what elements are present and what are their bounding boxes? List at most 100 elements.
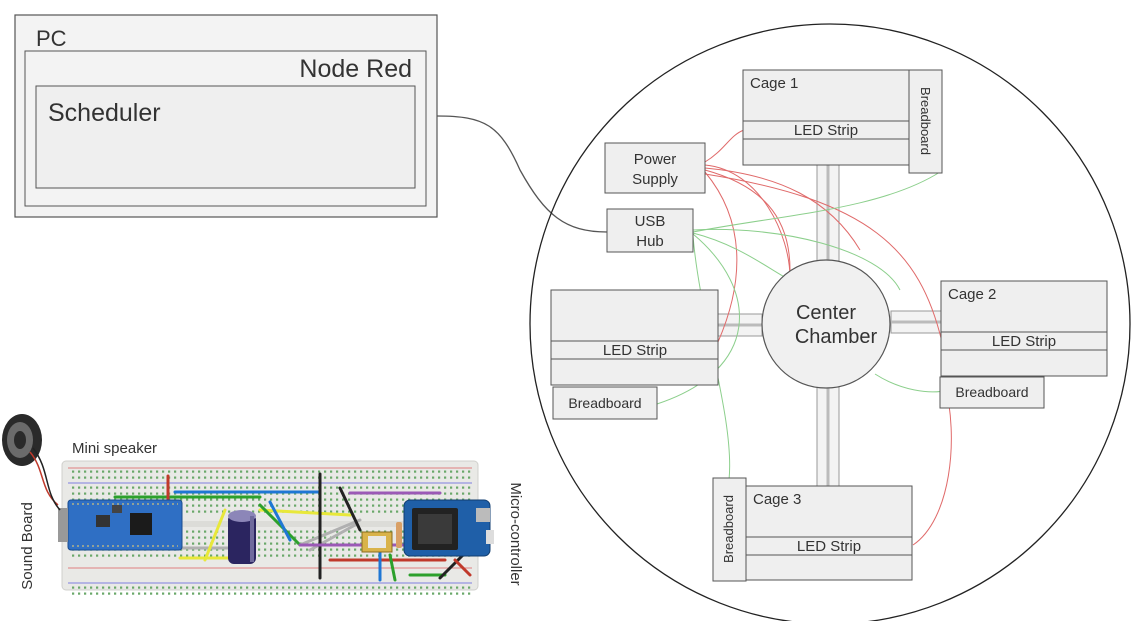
breadboard-hole: [126, 586, 129, 589]
breadboard-hole: [150, 470, 153, 473]
breadboard-hole: [204, 492, 207, 495]
usb-hub: USB Hub: [606, 208, 694, 253]
breadboard-hole: [408, 486, 411, 489]
breadboard-hole: [234, 586, 237, 589]
breadboard-hole: [258, 542, 261, 545]
breadboard-hole: [120, 476, 123, 479]
breadboard-hole: [258, 586, 261, 589]
breadboard-hole: [228, 486, 231, 489]
breadboard-hole: [102, 470, 105, 473]
cage-2-box: [940, 280, 1108, 377]
arena-circle: [529, 23, 1131, 621]
breadboard-hole: [108, 476, 111, 479]
breadboard-hole: [324, 548, 327, 551]
breadboard-hole: [342, 554, 345, 557]
breadboard-hole: [378, 498, 381, 501]
breadboard-hole: [390, 510, 393, 513]
breadboard-hole: [366, 586, 369, 589]
breadboard-hole: [210, 554, 213, 557]
breadboard-hole: [228, 586, 231, 589]
breadboard-hole: [240, 586, 243, 589]
breadboard-hole: [240, 504, 243, 507]
breadboard-hole: [114, 586, 117, 589]
breadboard-hole: [276, 554, 279, 557]
breadboard-hole: [210, 530, 213, 533]
breadboard-hole: [366, 470, 369, 473]
breadboard-hole: [192, 492, 195, 495]
breadboard-hole: [192, 554, 195, 557]
breadboard-hole: [336, 548, 339, 551]
breadboard-hole: [312, 530, 315, 533]
breadboard-hole: [324, 492, 327, 495]
breadboard-hole: [462, 486, 465, 489]
breadboard-hole: [426, 592, 429, 595]
breadboard-hole: [300, 470, 303, 473]
breadboard-hole: [174, 470, 177, 473]
breadboard-hole: [246, 492, 249, 495]
breadboard-hole: [300, 536, 303, 539]
breadboard-hole: [384, 476, 387, 479]
breadboard-hole: [300, 492, 303, 495]
breadboard-hole: [252, 586, 255, 589]
breadboard-hole: [354, 470, 357, 473]
breadboard-hole: [204, 592, 207, 595]
breadboard-hole: [276, 530, 279, 533]
breadboard-hole: [84, 492, 87, 495]
breadboard-hole: [342, 592, 345, 595]
breadboard-hole: [102, 476, 105, 479]
breadboard-hole: [258, 554, 261, 557]
breadboard-hole: [402, 548, 405, 551]
breadboard-hole: [282, 530, 285, 533]
breadboard-hole: [462, 476, 465, 479]
breadboard-hole: [342, 504, 345, 507]
breadboard-hole: [378, 586, 381, 589]
breadboard-hole: [360, 536, 363, 539]
cage-2-led-label: LED Strip: [992, 333, 1056, 350]
breadboard-hole: [288, 554, 291, 557]
breadboard-hole: [270, 470, 273, 473]
breadboard-hole: [372, 504, 375, 507]
breadboard-hole: [180, 554, 183, 557]
breadboard-hole: [180, 498, 183, 501]
breadboard-hole: [402, 504, 405, 507]
breadboard-hole: [318, 586, 321, 589]
breadboard-hole: [186, 486, 189, 489]
breadboard-hole: [354, 554, 357, 557]
breadboard-hole: [264, 470, 267, 473]
breadboard-hole: [306, 498, 309, 501]
breadboard-hole: [288, 470, 291, 473]
breadboard-hole: [216, 492, 219, 495]
breadboard-hole: [330, 476, 333, 479]
breadboard-hole: [462, 492, 465, 495]
breadboard-hole: [342, 586, 345, 589]
breadboard-hole: [204, 536, 207, 539]
breadboard-hole: [204, 504, 207, 507]
breadboard-hole: [348, 536, 351, 539]
breadboard-hole: [204, 476, 207, 479]
breadboard-hole: [300, 548, 303, 551]
breadboard-hole: [72, 476, 75, 479]
breadboard-hole: [264, 542, 267, 545]
breadboard-hole: [348, 592, 351, 595]
breadboard-hole: [96, 476, 99, 479]
breadboard-hole: [114, 486, 117, 489]
breadboard-hole: [78, 492, 81, 495]
breadboard-hole: [78, 586, 81, 589]
breadboard-hole: [432, 592, 435, 595]
cage-2-title: Cage 2: [948, 286, 996, 303]
breadboard-hole: [348, 498, 351, 501]
breadboard-hole: [222, 470, 225, 473]
breadboard-hole: [192, 498, 195, 501]
breadboard-hole: [372, 476, 375, 479]
breadboard-hole: [270, 586, 273, 589]
breadboard-hole: [234, 476, 237, 479]
breadboard-hole: [120, 470, 123, 473]
breadboard-hole: [384, 486, 387, 489]
breadboard-hole: [402, 536, 405, 539]
breadboard-hole: [372, 554, 375, 557]
breadboard-hole: [198, 498, 201, 501]
breadboard-hole: [402, 530, 405, 533]
breadboard-hole: [102, 492, 105, 495]
breadboard-hole: [402, 476, 405, 479]
breadboard-hole: [348, 586, 351, 589]
